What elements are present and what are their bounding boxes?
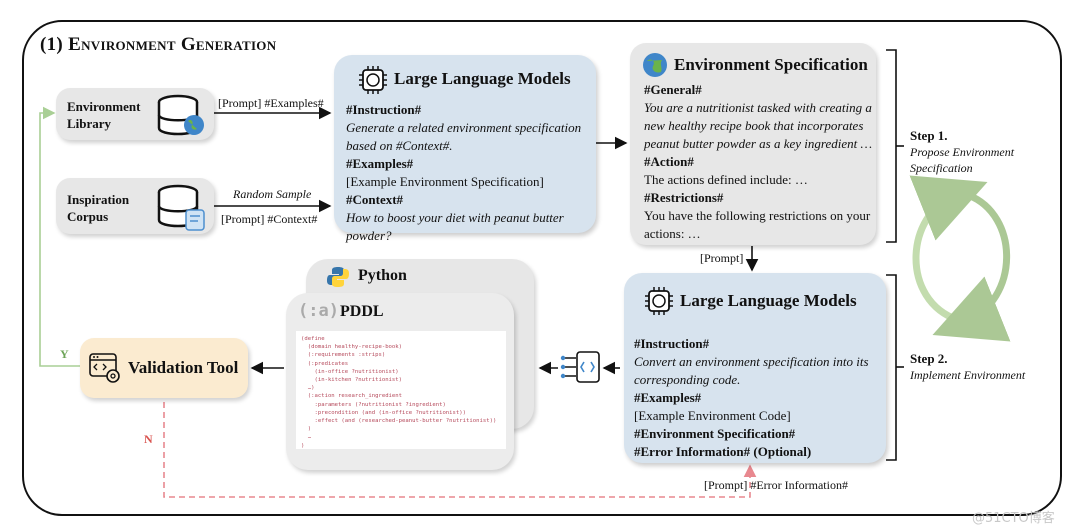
prompt-examples-label: [Prompt] #Examples#	[218, 96, 324, 110]
pddl-code-line: :precondition (and (in-office ?nutrition…	[301, 409, 467, 416]
section-frame	[22, 20, 1062, 516]
pddl-code-line: )	[301, 442, 305, 449]
step1-bracket	[886, 49, 897, 243]
action-head: #Action#	[644, 154, 694, 169]
step1-text: Propose Environment Specification	[910, 145, 1015, 175]
pddl-code: (define (domain healthy-recipe-book) (:r…	[296, 331, 506, 449]
pddl-label: PDDL	[340, 303, 384, 320]
step2-text: Implement Environment	[910, 368, 1026, 382]
random-sample-label: Random Sample	[233, 187, 312, 201]
general-head: #General#	[644, 82, 702, 97]
general-text: You are a nutritionist tasked with creat…	[644, 100, 873, 151]
context-head: #Context#	[346, 192, 404, 207]
prompt-context-label: [Prompt] #Context#	[221, 212, 318, 226]
llm-spec-title: Large Language Models	[394, 69, 571, 88]
restrictions-text: You have the following restrictions on y…	[644, 208, 871, 241]
pddl-code-line: :parameters (?nutritionist ?ingredient)	[301, 401, 446, 408]
step1-title: Step 1.	[910, 128, 948, 143]
examples-text: [Example Environment Specification]	[346, 174, 544, 189]
yes-label: Y	[60, 347, 69, 361]
watermark: @51CTO博客	[972, 511, 1055, 526]
pddl-code-line: (:predicates	[301, 360, 349, 367]
pddl-code-line: (:requirements :strips)	[301, 352, 386, 359]
env-spec-head: #Environment Specification#	[634, 426, 796, 441]
cycle-icon	[909, 175, 1011, 342]
environment-specification-box: Environment Specification #General# You …	[630, 43, 876, 245]
error-head: #Error Information# (Optional)	[634, 444, 812, 459]
pddl-code-line: (:action research_ingredient	[301, 393, 403, 400]
step2-bracket	[886, 274, 897, 461]
pddl-card: (:a) PDDL (define (domain healthy-recipe…	[286, 293, 514, 470]
pddl-code-line: (in-kitchen ?nutritionist)	[301, 377, 403, 384]
section-title: (1) Environment Generation	[40, 34, 277, 55]
context-text: How to boost your diet with peanut butte…	[346, 210, 564, 243]
yes-path	[39, 106, 80, 367]
database-document-icon	[157, 184, 205, 231]
pddl-code-line: …	[301, 434, 312, 441]
step2: Step 2. Implement Environment	[910, 351, 1050, 383]
examples-head: #Examples#	[634, 390, 702, 405]
instruction-head: #Instruction#	[634, 336, 710, 351]
prompt-label: [Prompt]	[700, 251, 744, 265]
llm-code-body: #Instruction# Convert an environment spe…	[634, 335, 882, 461]
instruction-head: #Instruction#	[346, 102, 422, 117]
code-conversion-icon	[560, 351, 600, 383]
chip-brain-icon	[645, 287, 673, 315]
code-gear-icon	[89, 353, 120, 383]
pddl-code-line: …)	[301, 385, 315, 392]
environment-library-box: Environment Library	[56, 88, 214, 140]
inspiration-corpus-label: Inspiration Corpus	[67, 192, 130, 224]
llm-code-box: Large Language Models #Instruction# Conv…	[624, 273, 886, 463]
globe-icon	[643, 53, 667, 77]
inspiration-corpus-box: Inspiration Corpus	[56, 178, 214, 234]
error-feedback-label: [Prompt] #Error Information#	[704, 478, 848, 492]
restrictions-head: #Restrictions#	[644, 190, 724, 205]
pddl-code-line: :effect (and (researched-peanut-butter ?…	[301, 418, 497, 425]
examples-text: [Example Environment Code]	[634, 408, 791, 423]
environment-specification-body: #General# You are a nutritionist tasked …	[644, 81, 874, 243]
llm-code-title: Large Language Models	[680, 291, 857, 310]
validation-tool-box: Validation Tool	[80, 338, 248, 398]
llm-spec-body: #Instruction# Generate a related environ…	[346, 101, 591, 245]
step2-title: Step 2.	[910, 351, 948, 366]
chip-brain-icon	[359, 66, 387, 94]
step1: Step 1. Propose Environment Specificatio…	[910, 128, 1050, 176]
pddl-code-line: )	[301, 426, 312, 433]
no-label: N	[144, 432, 153, 446]
python-label: Python	[358, 267, 407, 284]
python-logo-icon	[327, 267, 349, 287]
validation-tool-label: Validation Tool	[128, 358, 239, 377]
pddl-logo: (:a)	[298, 301, 339, 321]
environment-specification-title: Environment Specification	[674, 55, 868, 74]
llm-spec-box: Large Language Models #Instruction# Gene…	[334, 55, 596, 243]
instruction-text: Convert an environment specification int…	[634, 354, 869, 387]
pddl-code-line: (define	[301, 336, 325, 342]
pddl-code-line: (domain healthy-recipe-book)	[301, 344, 403, 351]
pddl-code-line: (in-office ?nutritionist)	[301, 368, 399, 375]
instruction-text: Generate a related environment specifica…	[346, 120, 582, 153]
examples-head: #Examples#	[346, 156, 414, 171]
pddl-code-panel: (define (domain healthy-recipe-book) (:r…	[296, 331, 506, 449]
action-text: The actions defined include: …	[644, 172, 808, 187]
database-globe-icon	[157, 94, 204, 136]
environment-library-label: Environment Library	[67, 99, 141, 131]
